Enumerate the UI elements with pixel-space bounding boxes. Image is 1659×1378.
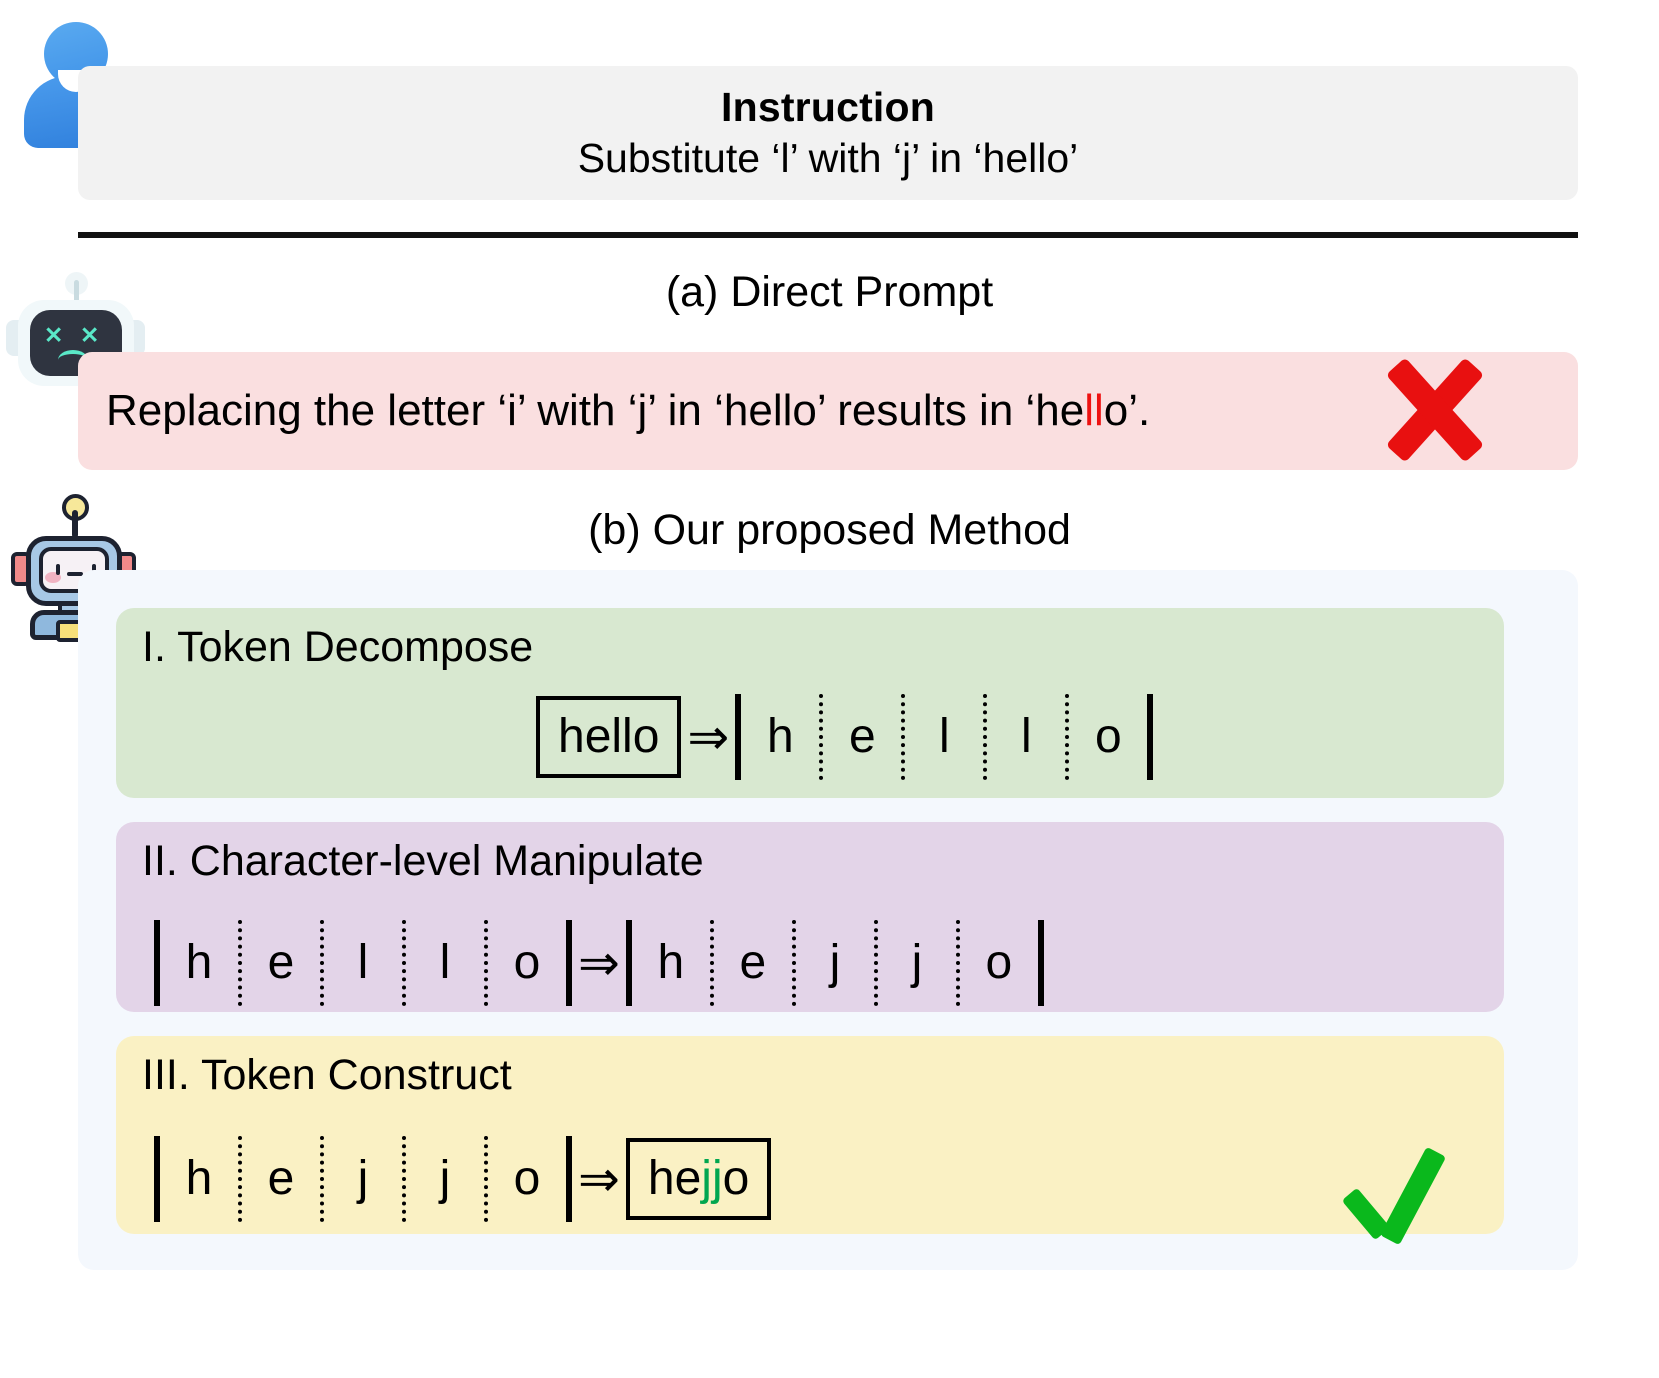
step-token-decompose: I. Token Decompose hello ⇒ h e l l o (116, 608, 1504, 798)
step-2-arrow-icon: ⇒ (578, 935, 620, 991)
char-cell: e (739, 936, 767, 989)
step-1-title: I. Token Decompose (142, 623, 534, 671)
section-a-title: (a) Direct Prompt (665, 268, 994, 316)
step-1-flow: hello ⇒ h e l l o (536, 694, 1154, 780)
char-cell: o (513, 1152, 541, 1205)
response-prefix: Replacing the letter ‘i’ with ‘j’ in ‘he… (106, 386, 1085, 435)
token-highlight: jj (701, 1152, 723, 1205)
direct-prompt-response-text: Replacing the letter ‘i’ with ‘j’ in ‘he… (106, 352, 1150, 470)
sad-robot-antenna-stem (74, 280, 79, 308)
proposed-method-container: I. Token Decompose hello ⇒ h e l l o II.… (78, 570, 1578, 1270)
direct-prompt-response-box: Replacing the letter ‘i’ with ‘j’ in ‘he… (78, 352, 1578, 470)
char-separator (238, 1136, 242, 1222)
check-mark-icon (1341, 1144, 1466, 1246)
strip-edge-right (566, 1136, 572, 1222)
instruction-text: Substitute ‘l’ with ‘j’ in ‘hello’ (577, 135, 1079, 182)
strip-edge-left (154, 920, 160, 1006)
char-separator (484, 920, 488, 1006)
instruction-title: Instruction (720, 83, 936, 130)
step-3-arrow-icon: ⇒ (578, 1151, 620, 1207)
sad-robot-icon: ✕ ✕ (4, 272, 154, 394)
robot-cheek-left (45, 572, 61, 583)
section-b-title: (b) Our proposed Method (588, 506, 1071, 554)
char-cell: e (267, 936, 295, 989)
char-cell: e (267, 1152, 295, 1205)
step-2-output-char-strip: h e j j o (625, 920, 1044, 1006)
char-separator (709, 920, 714, 1006)
char-cell: l (938, 710, 950, 763)
token-suffix: o (722, 1152, 750, 1205)
char-separator (402, 920, 406, 1006)
section-divider (78, 232, 1578, 238)
cross-mark-icon (1378, 355, 1488, 467)
char-cell: e (848, 710, 876, 763)
char-separator (238, 920, 242, 1006)
char-cell: h (766, 710, 794, 763)
step-2-input-char-strip: h e l l o (154, 920, 572, 1006)
char-separator (955, 920, 960, 1006)
char-cell: o (985, 936, 1013, 989)
char-cell: l (439, 936, 451, 989)
step-1-output-char-strip: h e l l o (735, 694, 1154, 780)
robot-eye-left (56, 564, 60, 575)
char-separator (484, 1136, 488, 1222)
strip-edge-left (154, 1136, 160, 1222)
step-1-arrow-icon: ⇒ (687, 709, 730, 765)
char-cell: h (657, 936, 685, 989)
strip-edge-right (1147, 694, 1154, 780)
char-separator (320, 1136, 324, 1222)
char-separator (402, 1136, 406, 1222)
robot-eye-right (92, 564, 96, 575)
char-cell: h (185, 936, 213, 989)
step-character-level-manipulate: II. Character-level Manipulate h e l l o… (116, 822, 1504, 1012)
char-cell: h (185, 1152, 213, 1205)
strip-edge-left (735, 694, 742, 780)
char-separator (1065, 694, 1070, 780)
token-prefix: he (647, 1152, 702, 1205)
strip-edge-right (566, 920, 572, 1006)
sad-robot-eye-left: ✕ (44, 322, 64, 348)
char-separator (983, 694, 988, 780)
char-separator (320, 920, 324, 1006)
strip-edge-right (1037, 920, 1044, 1006)
char-cell: l (1020, 710, 1032, 763)
char-cell: o (1094, 710, 1122, 763)
char-cell: j (829, 936, 841, 989)
sad-robot-eye-right: ✕ (80, 322, 100, 348)
char-separator (901, 694, 906, 780)
robot-antenna-stem (72, 510, 78, 538)
robot-mouth (67, 572, 83, 576)
step-2-flow: h e l l o ⇒ h e j j (154, 920, 1044, 1006)
response-highlight: ll (1084, 386, 1104, 435)
char-cell: o (513, 936, 541, 989)
char-separator (873, 920, 878, 1006)
step-1-input-token: hello (536, 696, 682, 778)
char-separator (791, 920, 796, 1006)
response-suffix: o’. (1103, 386, 1151, 435)
char-separator (819, 694, 824, 780)
step-3-title: III. Token Construct (142, 1051, 512, 1099)
char-cell: j (439, 1152, 451, 1205)
char-cell: l (357, 936, 369, 989)
check-stroke-long (1379, 1146, 1447, 1246)
char-cell: j (357, 1152, 369, 1205)
strip-edge-left (625, 920, 632, 1006)
instruction-panel: Instruction Substitute ‘l’ with ‘j’ in ‘… (78, 66, 1578, 200)
step-3-input-char-strip: h e j j o (154, 1136, 572, 1222)
step-2-title: II. Character-level Manipulate (142, 837, 704, 885)
char-cell: j (911, 936, 923, 989)
